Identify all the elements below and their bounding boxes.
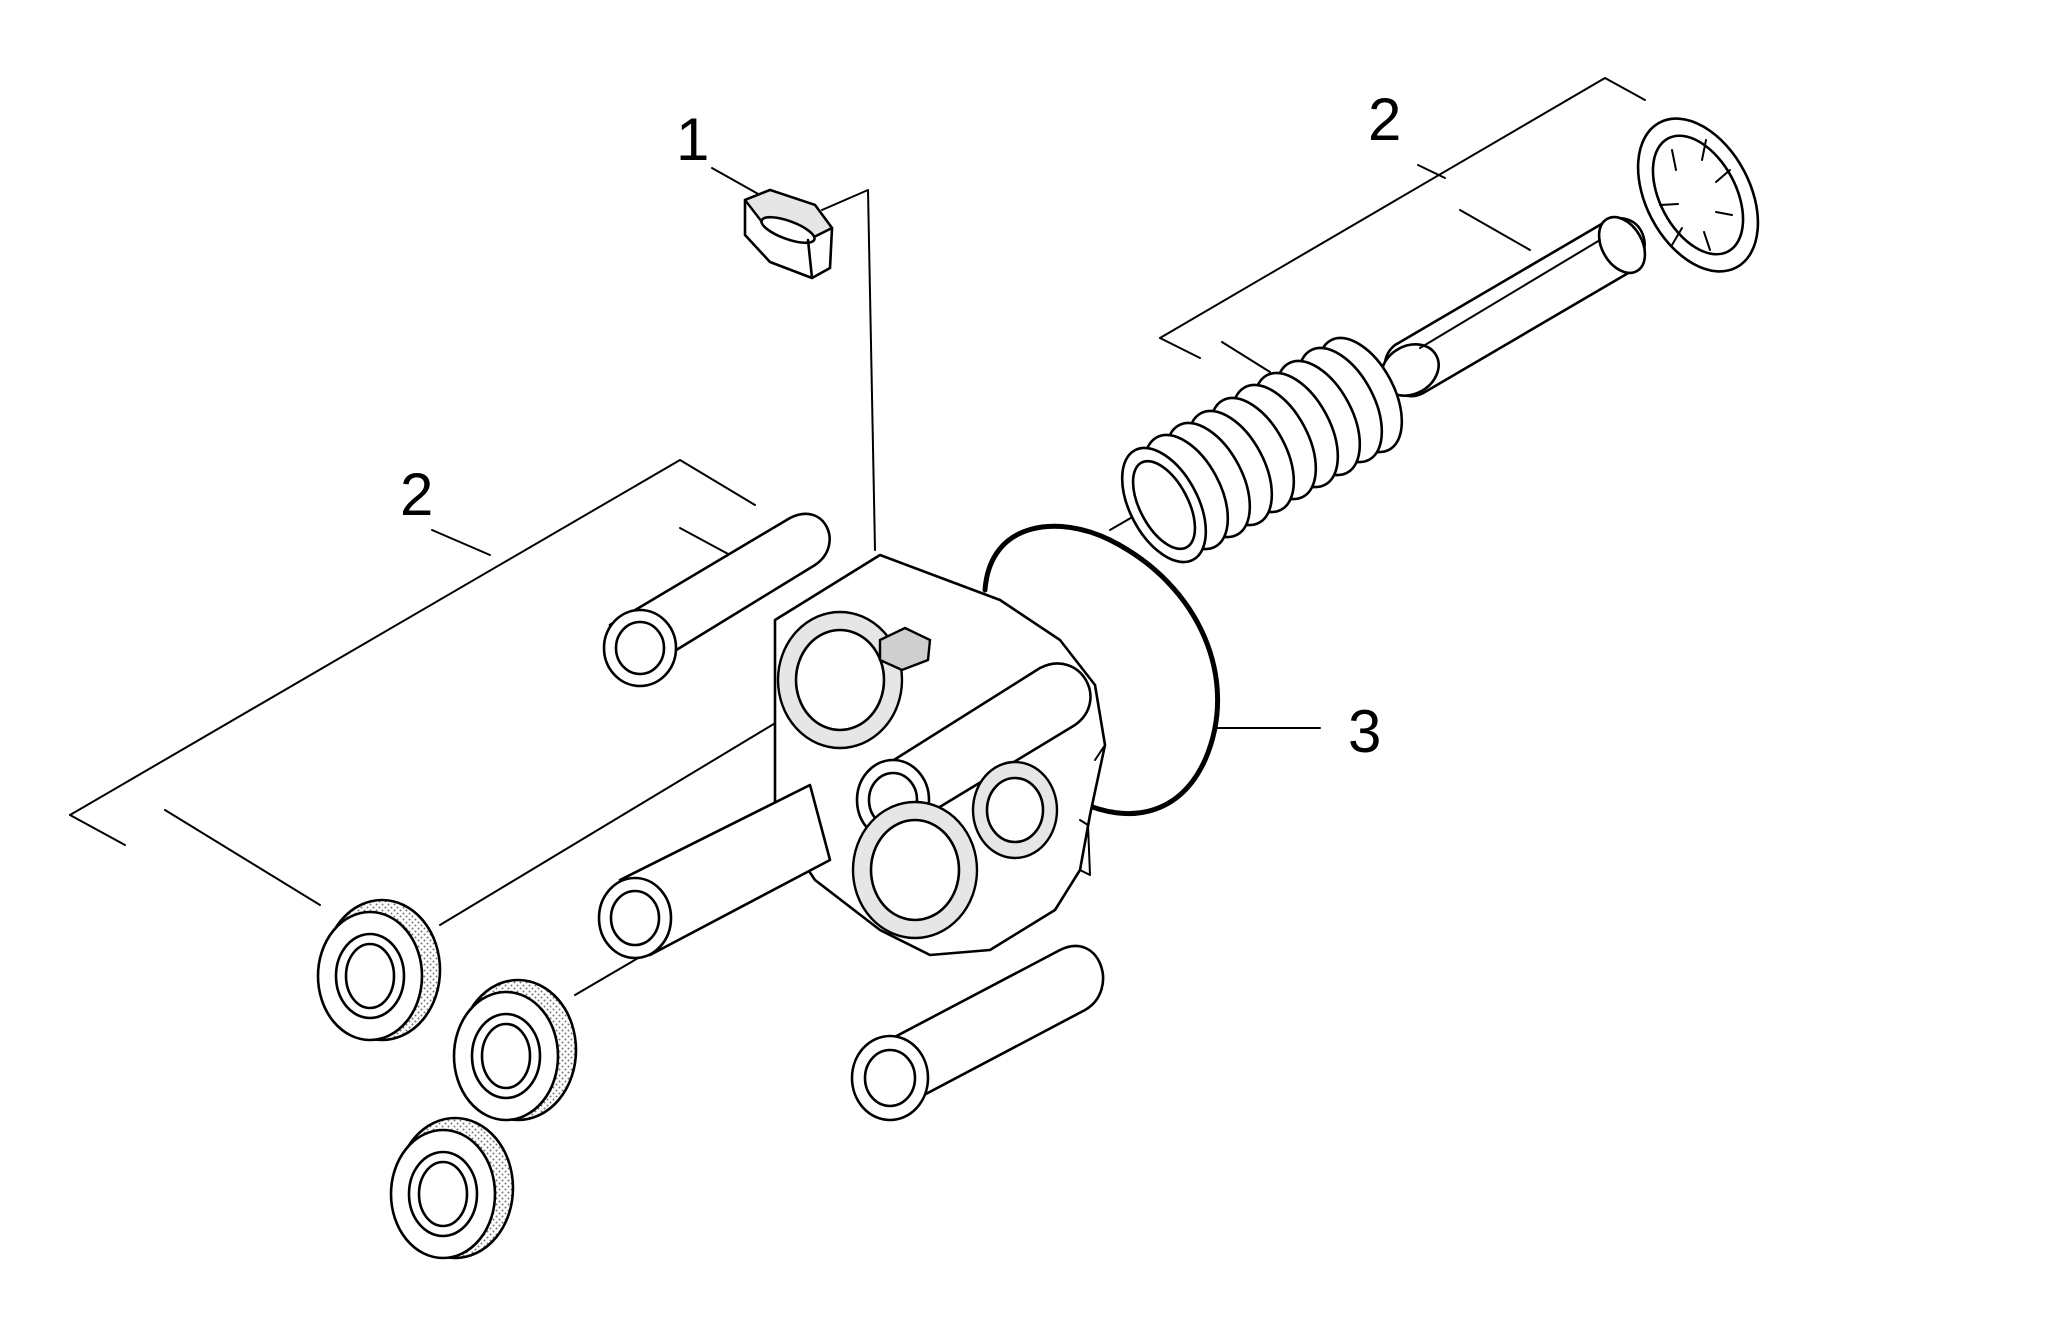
part-spring (1120, 336, 1404, 564)
callout-3: 3 (1348, 698, 1381, 765)
part-valve-housing (597, 512, 1107, 1122)
callout-2-left: 2 (400, 461, 433, 528)
part-valve-cap (1636, 117, 1760, 273)
part-seal-2 (452, 978, 578, 1122)
part-seal-3 (389, 1116, 515, 1260)
part-valve-pin (1380, 215, 1647, 398)
callout-1: 1 (676, 106, 709, 173)
part-seal-1 (316, 898, 442, 1042)
part-clip (743, 188, 834, 280)
part-o-ring (982, 523, 1220, 817)
callout-2-top: 2 (1368, 86, 1401, 153)
